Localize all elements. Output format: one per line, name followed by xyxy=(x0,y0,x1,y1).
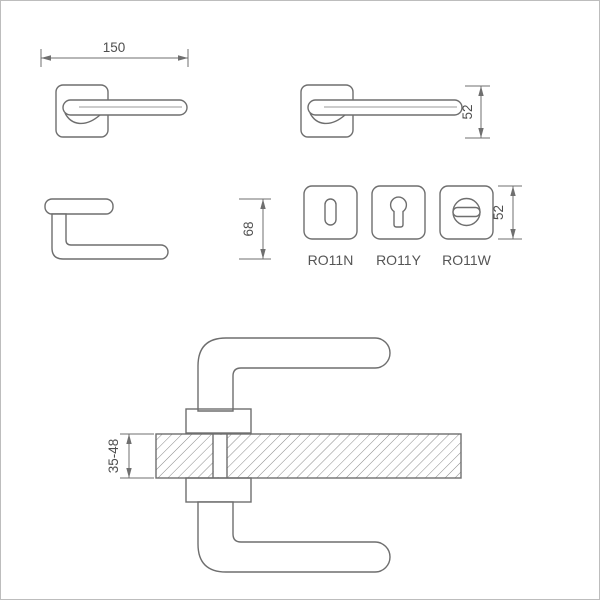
arrowhead xyxy=(178,55,188,61)
lower-collar xyxy=(185,477,252,503)
arrowhead xyxy=(478,128,484,138)
escutcheon-label: RO11Y xyxy=(376,252,422,268)
dimension-150: 150 xyxy=(40,40,189,67)
handle-top-view-right xyxy=(300,84,463,138)
dim-label-projection: 68 xyxy=(241,221,256,236)
arrowhead xyxy=(510,186,516,196)
arrowhead xyxy=(126,468,132,478)
lever-neck-curve xyxy=(309,112,346,125)
upper-collar xyxy=(185,408,252,434)
door-panel xyxy=(155,433,462,479)
arrowhead xyxy=(510,229,516,239)
dimension-door-thickness: 35-48 xyxy=(106,433,154,479)
arrowhead xyxy=(260,199,266,209)
door-section-view xyxy=(155,337,462,573)
lower-lever xyxy=(197,501,391,573)
lever-profile xyxy=(51,213,169,260)
dim-label-rosette: 52 xyxy=(460,104,475,119)
lever-neck-curve xyxy=(64,112,101,125)
euro-cylinder-hole xyxy=(389,196,408,228)
dim-label-escutcheon: 52 xyxy=(491,205,506,220)
dimension-52-escutcheon: 52 xyxy=(491,185,522,240)
dimension-52-rosette: 52 xyxy=(460,85,490,139)
grip-end-view xyxy=(44,198,114,215)
spindle-body xyxy=(213,435,227,477)
escutcheon-thumbturn: RO11W xyxy=(439,185,494,268)
handle-top-view-left xyxy=(55,84,188,138)
dim-label-door-thickness: 35-48 xyxy=(106,439,121,474)
upper-lever xyxy=(197,337,391,412)
key-hole xyxy=(324,198,337,226)
escutcheon-key: RO11N xyxy=(303,185,358,268)
dim-label-length: 150 xyxy=(103,40,126,55)
arrowhead xyxy=(260,249,266,259)
handle-side-view xyxy=(44,198,169,260)
arrowhead xyxy=(478,86,484,96)
dimension-68: 68 xyxy=(239,198,271,260)
arrowhead xyxy=(126,434,132,444)
thumbturn-bar xyxy=(452,206,481,218)
escutcheon-label: RO11W xyxy=(442,252,492,268)
escutcheon-cylinder: RO11Y xyxy=(371,185,426,268)
arrowhead xyxy=(41,55,51,61)
escutcheon-label: RO11N xyxy=(308,252,354,268)
